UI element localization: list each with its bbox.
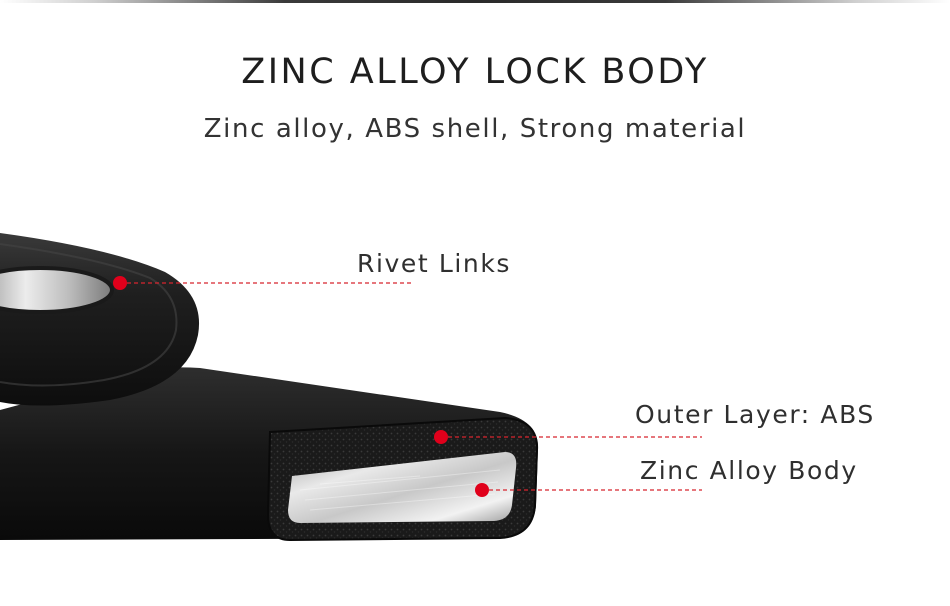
zinc-body-label: Zinc Alloy Body (640, 456, 858, 485)
rivet-head (0, 266, 114, 314)
top-divider (0, 0, 950, 3)
page-subtitle: Zinc alloy, ABS shell, Strong material (203, 114, 747, 144)
rivet-links-label: Rivet Links (357, 249, 512, 278)
zinc-texture (299, 469, 501, 511)
outer-layer-label: Outer Layer: ABS (635, 400, 875, 429)
lock-arm-rim (0, 243, 178, 387)
page-title: ZINC ALLOY LOCK BODY (241, 52, 709, 92)
zinc-marker (475, 483, 489, 497)
zinc-core (288, 452, 517, 523)
rivet-marker (113, 276, 127, 290)
outer-marker (434, 430, 448, 444)
